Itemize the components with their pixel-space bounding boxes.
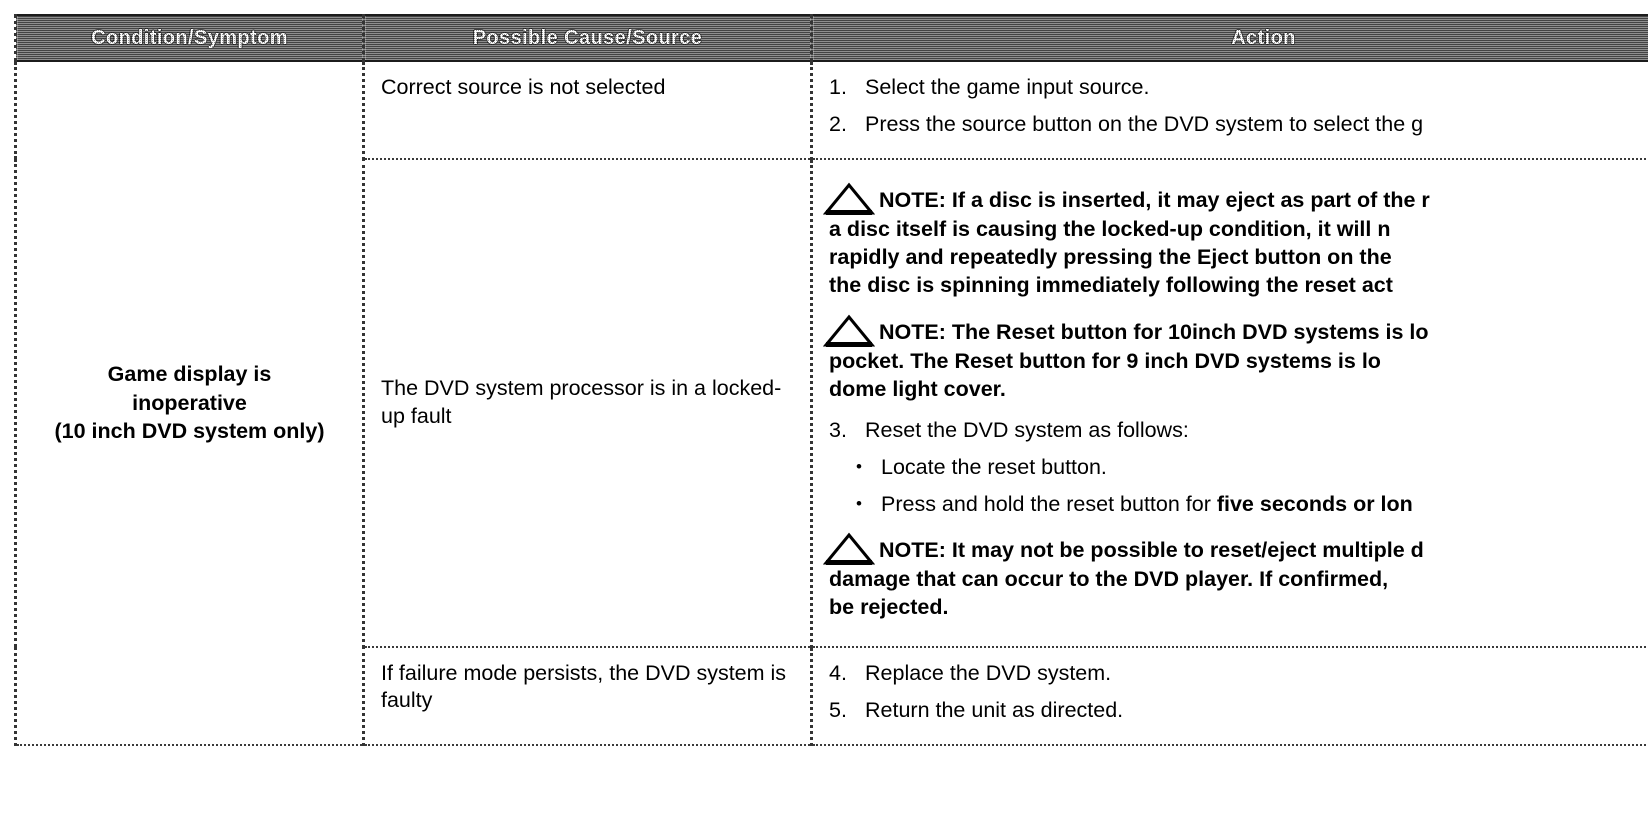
bullet-text-plain: Locate the reset button.	[881, 455, 1107, 480]
action-step: 5. Return the unit as directed.	[823, 697, 1648, 724]
table-body: Game display is inoperative (10 inch DVD…	[14, 60, 1648, 746]
note-line: NOTE: The Reset button for 10inch DVD sy…	[879, 319, 1429, 344]
note-line: the disc is spinning immediately followi…	[829, 272, 1393, 297]
action-step: 2. Press the source button on the DVD sy…	[823, 111, 1648, 138]
condition-line-2: inoperative	[132, 390, 247, 415]
step-number: 3.	[829, 418, 847, 443]
bullet-text-bold: five seconds or lon	[1216, 492, 1413, 517]
action-step: 3. Reset the DVD system as follows:	[823, 417, 1648, 444]
table-header: Condition/Symptom Possible Cause/Source …	[14, 14, 1648, 62]
bullet-dot-icon: •	[856, 457, 862, 477]
action-list: 1. Select the game input source. 2. Pres…	[813, 62, 1648, 158]
action-list: 4. Replace the DVD system. 5. Return the…	[813, 648, 1648, 744]
warning-triangle-icon	[822, 182, 876, 216]
warning-triangle-icon	[822, 314, 876, 348]
header-row: Condition/Symptom Possible Cause/Source …	[14, 14, 1648, 62]
step-text: Reset the DVD system as follows:	[865, 418, 1189, 443]
note-line: damage that can occur to the DVD player.…	[829, 567, 1389, 592]
condition-text: Game display is inoperative (10 inch DVD…	[17, 360, 362, 445]
note-line: a disc itself is causing the locked-up c…	[829, 216, 1391, 241]
action-cell: 1. Select the game input source. 2. Pres…	[810, 60, 1648, 160]
note-line: pocket. The Reset button for 9 inch DVD …	[829, 348, 1381, 373]
cause-text: The DVD system processor is in a locked-…	[381, 376, 782, 428]
header-cell-cause: Possible Cause/Source	[362, 14, 813, 62]
cause-cell: Correct source is not selected	[362, 60, 813, 160]
note-line: dome light cover.	[829, 376, 1006, 401]
action-cell: 4. Replace the DVD system. 5. Return the…	[810, 645, 1648, 746]
action-step: 1. Select the game input source.	[823, 74, 1648, 101]
table-row: Game display is inoperative (10 inch DVD…	[14, 60, 1648, 746]
action-list: NOTE: If a disc is inserted, it may ejec…	[813, 160, 1648, 646]
bullet-text: Press and hold the reset button for five…	[881, 491, 1648, 518]
cause-cell: If failure mode persists, the DVD system…	[362, 645, 813, 746]
table-row: The DVD system processor is in a locked-…	[16, 157, 1648, 648]
cause-text: If failure mode persists, the DVD system…	[381, 660, 787, 713]
header-label-action: Action	[1231, 27, 1296, 49]
note-line: rapidly and repeatedly pressing the Ejec…	[829, 244, 1392, 269]
warning-triangle-icon	[822, 532, 876, 566]
header-label-cause: Possible Cause/Source	[472, 27, 703, 49]
note-line: NOTE: It may not be possible to reset/ej…	[879, 538, 1424, 563]
note-block: NOTE: If a disc is inserted, it may ejec…	[822, 182, 1648, 300]
condition-line-3: (10 inch DVD system only)	[54, 419, 325, 444]
header-label-condition: Condition/Symptom	[91, 27, 288, 49]
note-block: NOTE: The Reset button for 10inch DVD sy…	[822, 314, 1648, 404]
step-text: Replace the DVD system.	[865, 660, 1112, 685]
step-number: 2.	[829, 111, 847, 136]
header-cell-action: Action	[810, 14, 1648, 62]
bullet-text: Locate the reset button.	[881, 454, 1648, 481]
troubleshooting-table: Condition/Symptom Possible Cause/Source …	[14, 14, 1648, 746]
cause-text: Correct source is not selected	[381, 75, 666, 99]
action-step: 4. Replace the DVD system.	[823, 660, 1648, 687]
note-line: NOTE: If a disc is inserted, it may ejec…	[879, 187, 1430, 212]
step-number: 1.	[829, 75, 847, 99]
condition-line-1: Game display is	[107, 362, 272, 387]
table-row: If failure mode persists, the DVD system…	[16, 645, 1648, 746]
bullet-text-plain: Press and hold the reset button for	[881, 492, 1217, 517]
step-text: Select the game input source.	[865, 75, 1150, 99]
bullet-dot-icon: •	[856, 494, 862, 514]
step-text: Press the source button on the DVD syste…	[865, 111, 1424, 136]
note-line: be rejected.	[829, 595, 949, 619]
step-number: 5.	[829, 697, 847, 722]
cause-cell: The DVD system processor is in a locked-…	[362, 157, 813, 648]
action-cell: NOTE: If a disc is inserted, it may ejec…	[810, 157, 1648, 648]
note-block: NOTE: It may not be possible to reset/ej…	[822, 532, 1648, 622]
header-cell-condition: Condition/Symptom	[14, 14, 365, 62]
step-number: 4.	[829, 660, 847, 685]
condition-cell: Game display is inoperative (10 inch DVD…	[14, 60, 365, 746]
action-bullet: • Press and hold the reset button for fi…	[823, 491, 1648, 518]
step-text: Return the unit as directed.	[865, 697, 1124, 722]
action-bullet: • Locate the reset button.	[823, 454, 1648, 481]
